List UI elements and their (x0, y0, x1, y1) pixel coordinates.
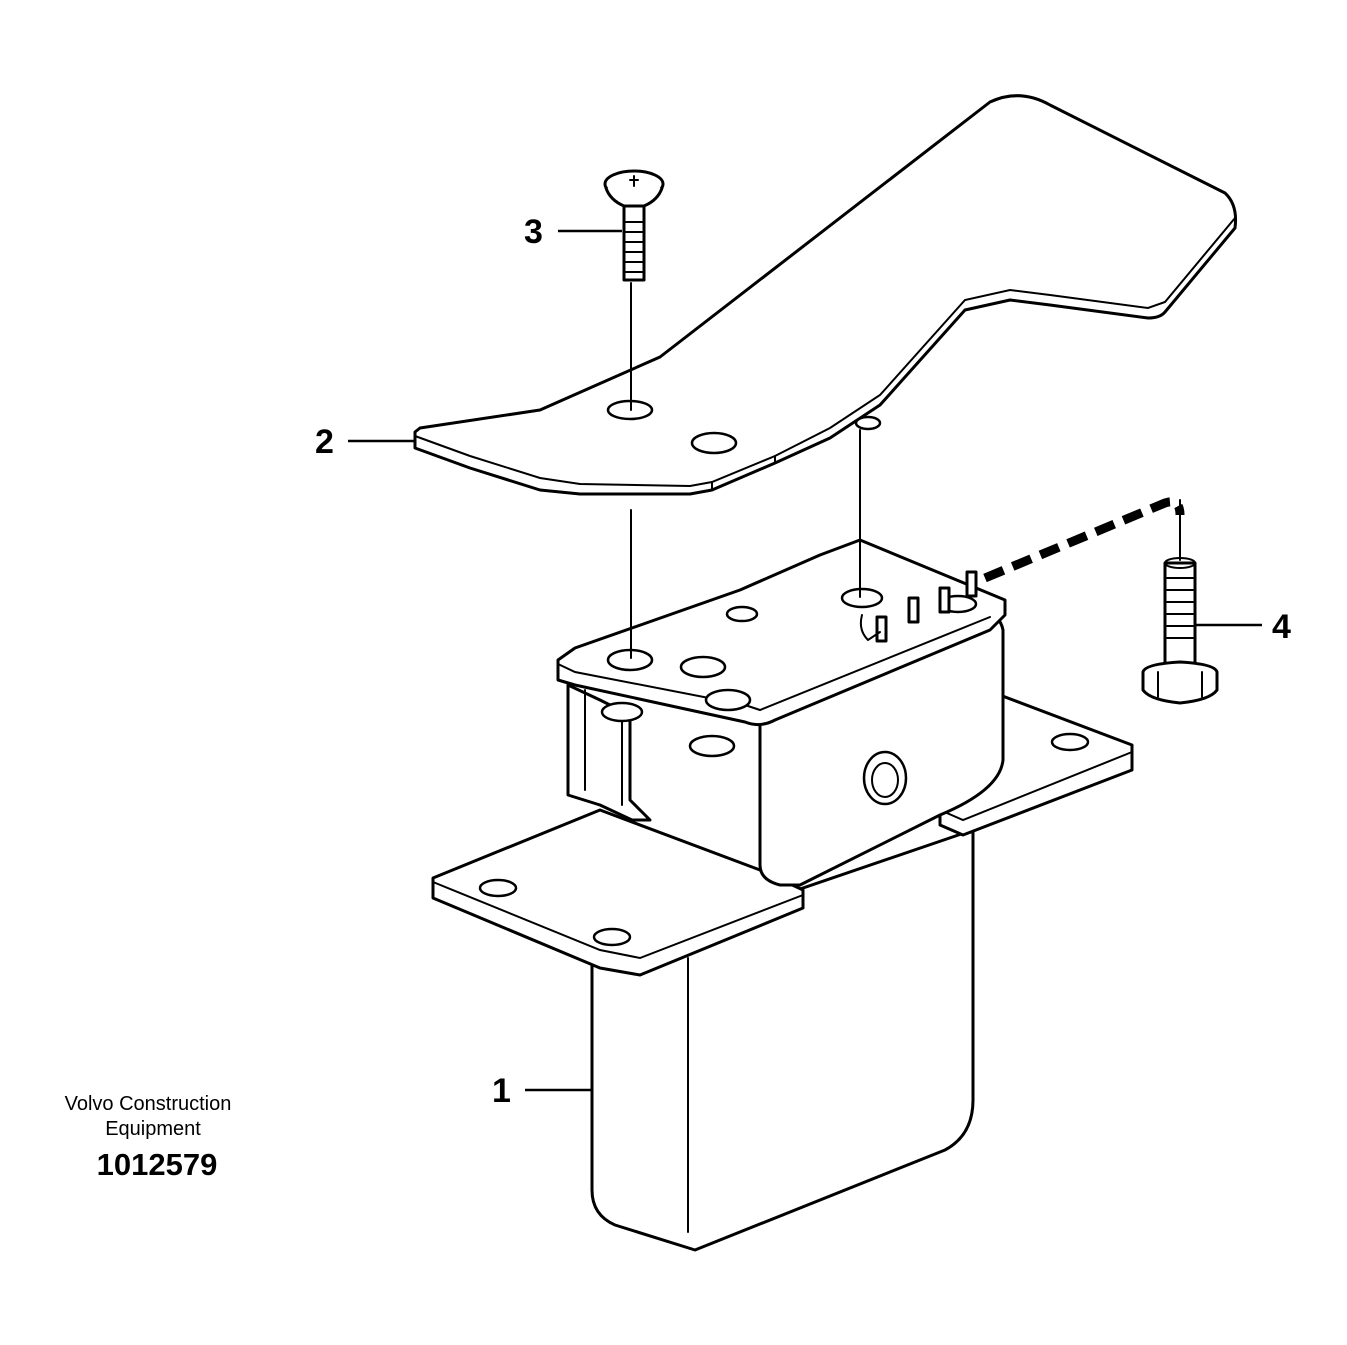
callout-label-3: 3 (524, 213, 543, 251)
drawing-number: 1012579 (97, 1147, 218, 1182)
brand-line-2: Equipment (105, 1118, 201, 1140)
bracket-face (758, 610, 1005, 887)
brand-line-1: Volvo Construction (65, 1093, 232, 1115)
countersunk-screw (603, 169, 665, 282)
mounting-plate-lower (431, 808, 805, 977)
flange-bolt (1141, 557, 1219, 705)
terminal-lugs (859, 570, 978, 643)
callout-leaders (348, 229, 1262, 1092)
callout-label-2: 2 (315, 423, 334, 461)
assembly-lines (630, 282, 1185, 659)
bracket-legs (566, 683, 736, 822)
callout-label-4: 4 (1272, 608, 1291, 646)
bracket-top-plate (556, 538, 1007, 727)
pedal-plate (413, 94, 1237, 496)
callout-label-1: 1 (492, 1072, 511, 1110)
